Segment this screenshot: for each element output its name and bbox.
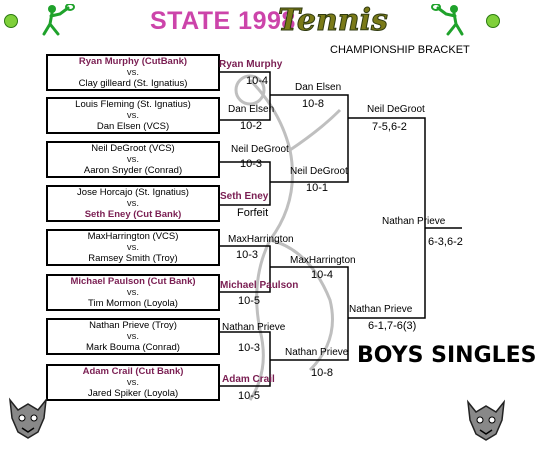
page-title-tennis: Tennis xyxy=(278,3,389,38)
player-name: Adam Crail (Cut Bank) xyxy=(82,366,184,377)
round2-winner: Nathan Prieve xyxy=(222,322,286,333)
vs-label: vs. xyxy=(126,287,140,298)
round2-score: 10-3 xyxy=(240,158,263,170)
semi-score: 6-1,7-6(3) xyxy=(368,320,417,332)
tennis-ball-icon-left xyxy=(4,14,18,28)
round2-winner: Adam Crail xyxy=(222,374,275,385)
vs-label: vs. xyxy=(126,154,140,165)
division-label: BOYS SINGLES xyxy=(357,343,537,368)
match-box-3: Neil DeGroot (VCS) vs. Aaron Snyder (Con… xyxy=(46,141,220,178)
round2-score: 10-5 xyxy=(238,295,261,307)
tennis-player-icon-left xyxy=(42,4,75,36)
quarter-score: 10-1 xyxy=(306,182,329,194)
player-name: Mark Bouma (Conrad) xyxy=(86,342,180,353)
bracket-subtitle: CHAMPIONSHIP BRACKET xyxy=(330,44,470,56)
match-box-5: MaxHarrington (VCS) vs. Ramsey Smith (Tr… xyxy=(46,229,220,266)
round2-winner: Michael Paulson xyxy=(220,280,299,291)
player-name: Jose Horcajo (St. Ignatius) xyxy=(77,187,189,198)
wolf-mascot-icon-left xyxy=(8,397,48,439)
semi-score: 7-5,6-2 xyxy=(372,121,407,133)
player-name: Louis Fleming (St. Ignatius) xyxy=(75,99,191,110)
match-box-7: Nathan Prieve (Troy) vs. Mark Bouma (Con… xyxy=(46,318,220,355)
round2-score: 10-4 xyxy=(246,75,269,87)
tennis-ball-icon-right xyxy=(486,14,500,28)
semi-winner: Neil DeGroot xyxy=(367,104,425,115)
tennis-player-silhouette xyxy=(234,74,342,401)
player-name: Dan Elsen (VCS) xyxy=(96,121,170,132)
quarter-winner: Neil DeGroot xyxy=(290,166,348,177)
round2-score: 10-3 xyxy=(238,342,261,354)
vs-label: vs. xyxy=(126,242,140,253)
match-box-1: Ryan Murphy (CutBank) vs. Clay gilleard … xyxy=(46,54,220,91)
tennis-player-icon-right xyxy=(431,4,464,36)
player-name: Seth Eney (Cut Bank) xyxy=(84,209,182,220)
quarter-score: 10-4 xyxy=(311,269,334,281)
match-box-2: Louis Fleming (St. Ignatius) vs. Dan Els… xyxy=(46,97,220,134)
player-name: Neil DeGroot (VCS) xyxy=(91,143,175,154)
champion-name: Nathan Prieve xyxy=(382,216,446,227)
player-name: Ramsey Smith (Troy) xyxy=(88,253,178,264)
player-name: Aaron Snyder (Conrad) xyxy=(83,165,183,176)
vs-label: vs. xyxy=(126,331,140,342)
round2-winner: Ryan Murphy xyxy=(219,59,283,70)
round2-score: 10-3 xyxy=(236,249,259,261)
player-name: Ryan Murphy (CutBank) xyxy=(78,56,188,67)
player-name: Nathan Prieve (Troy) xyxy=(89,320,177,331)
vs-label: vs. xyxy=(126,110,140,121)
player-name: Jared Spiker (Loyola) xyxy=(87,388,179,399)
round2-winner: Dan Elsen xyxy=(228,104,275,115)
player-name: Tim Mormon (Loyola) xyxy=(88,298,178,309)
round2-score: 10-5 xyxy=(238,390,261,402)
vs-label: vs. xyxy=(126,198,140,209)
quarter-score: 10-8 xyxy=(302,98,325,110)
quarter-winner: Dan Elsen xyxy=(295,82,342,93)
quarter-score: 10-8 xyxy=(311,367,334,379)
final-score: 6-3,6-2 xyxy=(428,236,463,248)
match-box-6: Michael Paulson (Cut Bank) vs. Tim Mormo… xyxy=(46,274,220,311)
player-name: MaxHarrington (VCS) xyxy=(87,231,179,242)
round2-winner: Seth Eney xyxy=(220,191,269,202)
semi-winner: Nathan Prieve xyxy=(349,304,413,315)
page-title-state: STATE 1998 xyxy=(150,7,296,35)
quarter-winner: MaxHarrington xyxy=(290,255,356,266)
round2-score: Forfeit xyxy=(237,207,269,219)
match-box-4: Jose Horcajo (St. Ignatius) vs. Seth Ene… xyxy=(46,185,220,222)
match-box-8: Adam Crail (Cut Bank) vs. Jared Spiker (… xyxy=(46,364,220,401)
wolf-mascot-icon-right xyxy=(466,399,506,441)
vs-label: vs. xyxy=(126,377,140,388)
round2-winner: Neil DeGroot xyxy=(231,144,289,155)
round2-winner: MaxHarrington xyxy=(228,234,294,245)
round2-score: 10-2 xyxy=(240,120,263,132)
player-name: Clay gilleard (St. Ignatius) xyxy=(78,78,188,89)
vs-label: vs. xyxy=(126,67,140,78)
quarter-winner: Nathan Prieve xyxy=(285,347,349,358)
player-name: Michael Paulson (Cut Bank) xyxy=(70,276,196,287)
